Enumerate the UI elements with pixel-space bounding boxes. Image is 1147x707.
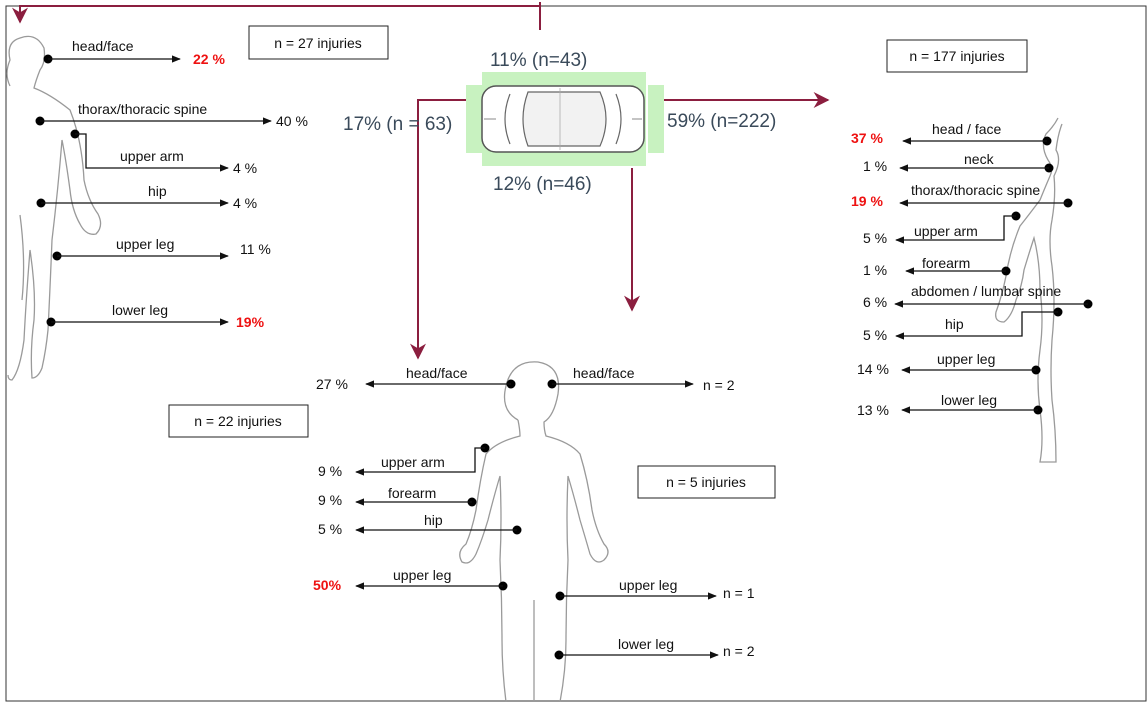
left-body-figure	[459, 361, 609, 703]
right-label-forearm: forearm	[922, 255, 970, 271]
left-value-upper-leg: 50%	[313, 577, 342, 593]
right-value-upper-arm: 5 %	[863, 230, 887, 246]
right-leaders: 37 % head / face 1 % neck 19 % thorax/th…	[851, 121, 1093, 418]
right-value-lower-leg: 13 %	[857, 402, 889, 418]
right-body-figure	[995, 117, 1063, 463]
car-graphic	[466, 72, 664, 166]
arrow-left-group	[410, 99, 468, 360]
right-label-thorax: thorax/thoracic spine	[911, 182, 1040, 198]
left-count-box	[168, 404, 309, 438]
right-label-abdomen: abdomen / lumbar spine	[911, 283, 1061, 299]
car-zone-left	[466, 85, 484, 153]
front-label-upper-arm: upper arm	[120, 148, 184, 164]
right-label-hip: hip	[945, 316, 964, 332]
left-leaders: 27 % head/face 9 % upper arm 9 % forearm…	[313, 365, 522, 593]
rear-label-upper-leg: upper leg	[619, 577, 677, 593]
rear-value-lower-leg: n = 2	[723, 643, 755, 659]
right-label-lower-leg: lower leg	[941, 392, 997, 408]
front-label-upper-leg: upper leg	[116, 236, 174, 252]
left-value-forearm: 9 %	[318, 492, 342, 508]
front-label-head: head/face	[72, 38, 134, 54]
rear-count-text: n = 5 injuries	[666, 474, 746, 490]
front-label-lower-leg: lower leg	[112, 302, 168, 318]
left-label-upper-leg: upper leg	[393, 567, 451, 583]
front-value-lower-leg: 19%	[236, 314, 265, 330]
right-value-thorax: 19 %	[851, 193, 883, 209]
left-label-forearm: forearm	[388, 485, 436, 501]
page-frame	[5, 5, 1147, 702]
right-label-head: head / face	[932, 121, 1001, 137]
rear-leaders: head/face n = 2 upper leg n = 1 lower le…	[547, 365, 755, 660]
car-rear-share: 12% (n=46)	[493, 174, 592, 195]
rear-label-head: head/face	[573, 365, 635, 381]
right-label-upper-leg: upper leg	[937, 351, 995, 367]
right-value-abdomen: 6 %	[863, 294, 887, 310]
left-value-head: 27 %	[316, 376, 348, 392]
left-label-hip: hip	[424, 512, 443, 528]
left-count-text: n = 22 injuries	[194, 413, 282, 429]
front-label-thorax: thorax/thoracic spine	[78, 101, 207, 117]
rear-count-box	[637, 465, 776, 499]
front-value-upper-arm: 4 %	[233, 160, 257, 176]
front-value-thorax: 40 %	[276, 113, 308, 129]
car-right-share: 59% (n=222)	[667, 111, 776, 132]
arrow-front-group	[12, 5, 540, 24]
front-value-head: 22 %	[193, 51, 225, 67]
right-count-text: n = 177 injuries	[909, 48, 1004, 64]
right-label-neck: neck	[964, 151, 995, 167]
front-count-text: n = 27 injuries	[274, 35, 362, 51]
right-label-upper-arm: upper arm	[914, 223, 978, 239]
left-value-hip: 5 %	[318, 521, 342, 537]
front-leaders: head/face 22 % thorax/thoracic spine 40 …	[35, 38, 308, 330]
front-value-hip: 4 %	[233, 195, 257, 211]
right-value-neck: 1 %	[863, 158, 887, 174]
car-front-share: 11% (n=43)	[490, 50, 587, 71]
right-value-hip: 5 %	[863, 327, 887, 343]
rear-value-head: n = 2	[703, 377, 735, 393]
car-zone-right	[648, 85, 664, 153]
front-label-hip: hip	[148, 183, 167, 199]
right-value-upper-leg: 14 %	[857, 361, 889, 377]
left-value-upper-arm: 9 %	[318, 463, 342, 479]
rear-value-upper-leg: n = 1	[723, 585, 755, 601]
rear-label-lower-leg: lower leg	[618, 636, 674, 652]
right-count-box	[886, 39, 1028, 73]
left-label-head: head/face	[406, 365, 468, 381]
front-body-figure	[6, 35, 102, 381]
right-value-head: 37 %	[851, 130, 883, 146]
left-label-upper-arm: upper arm	[381, 454, 445, 470]
car-left-share: 17% (n = 63)	[343, 114, 452, 135]
front-value-upper-leg: 11 %	[240, 241, 271, 257]
front-count-box	[248, 25, 389, 60]
right-value-forearm: 1 %	[863, 262, 887, 278]
